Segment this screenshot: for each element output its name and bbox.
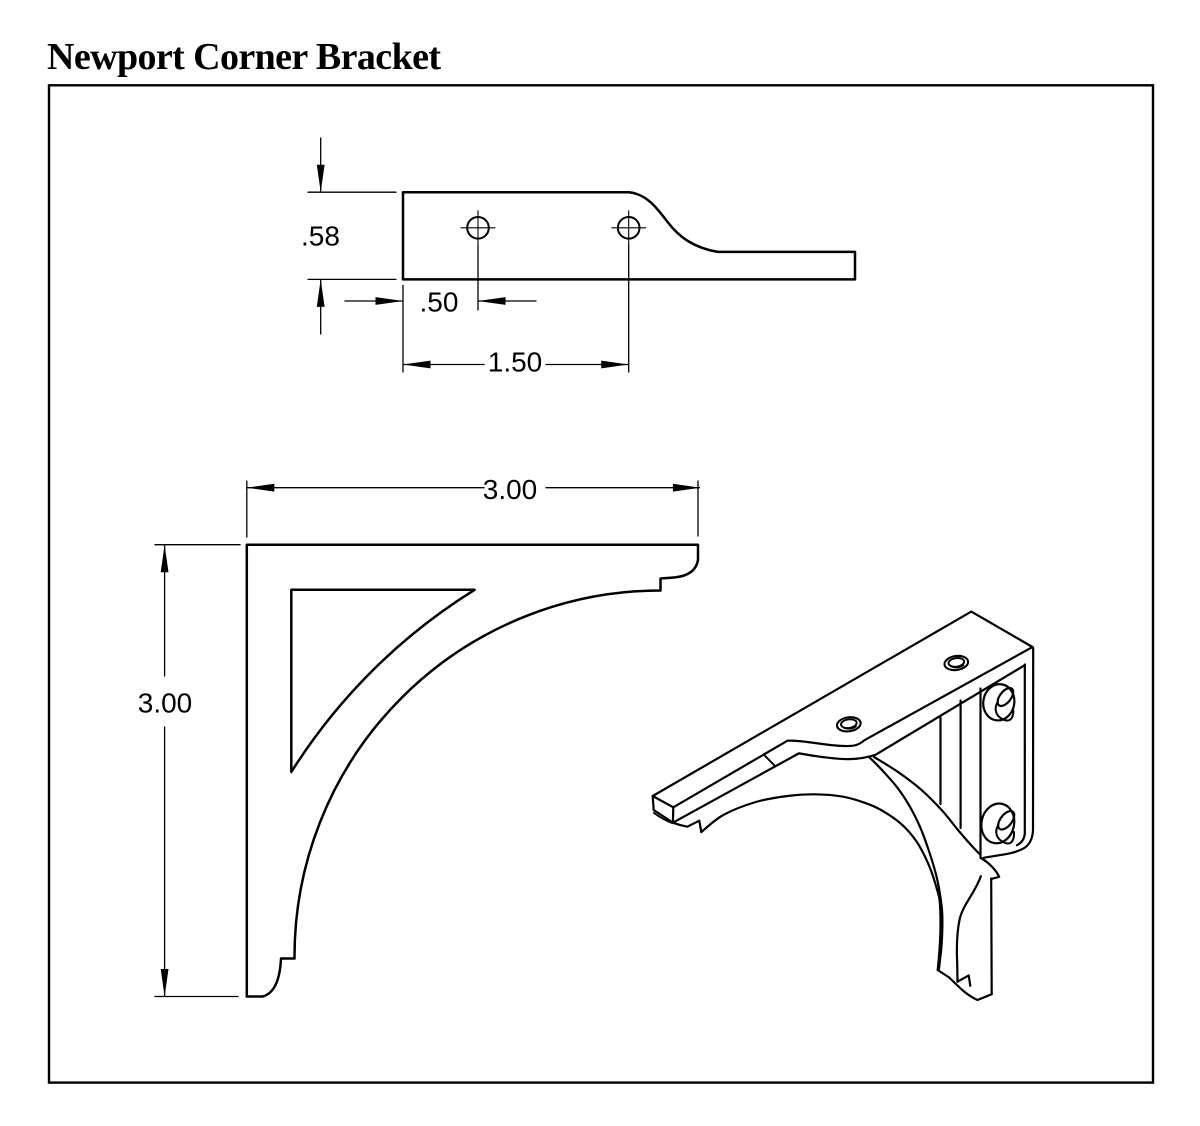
svg-text:.58: .58 (301, 221, 340, 252)
svg-text:.50: .50 (420, 287, 459, 318)
svg-text:3.00: 3.00 (138, 688, 193, 719)
svg-text:1.50: 1.50 (488, 347, 543, 378)
svg-text:3.00: 3.00 (483, 474, 538, 505)
